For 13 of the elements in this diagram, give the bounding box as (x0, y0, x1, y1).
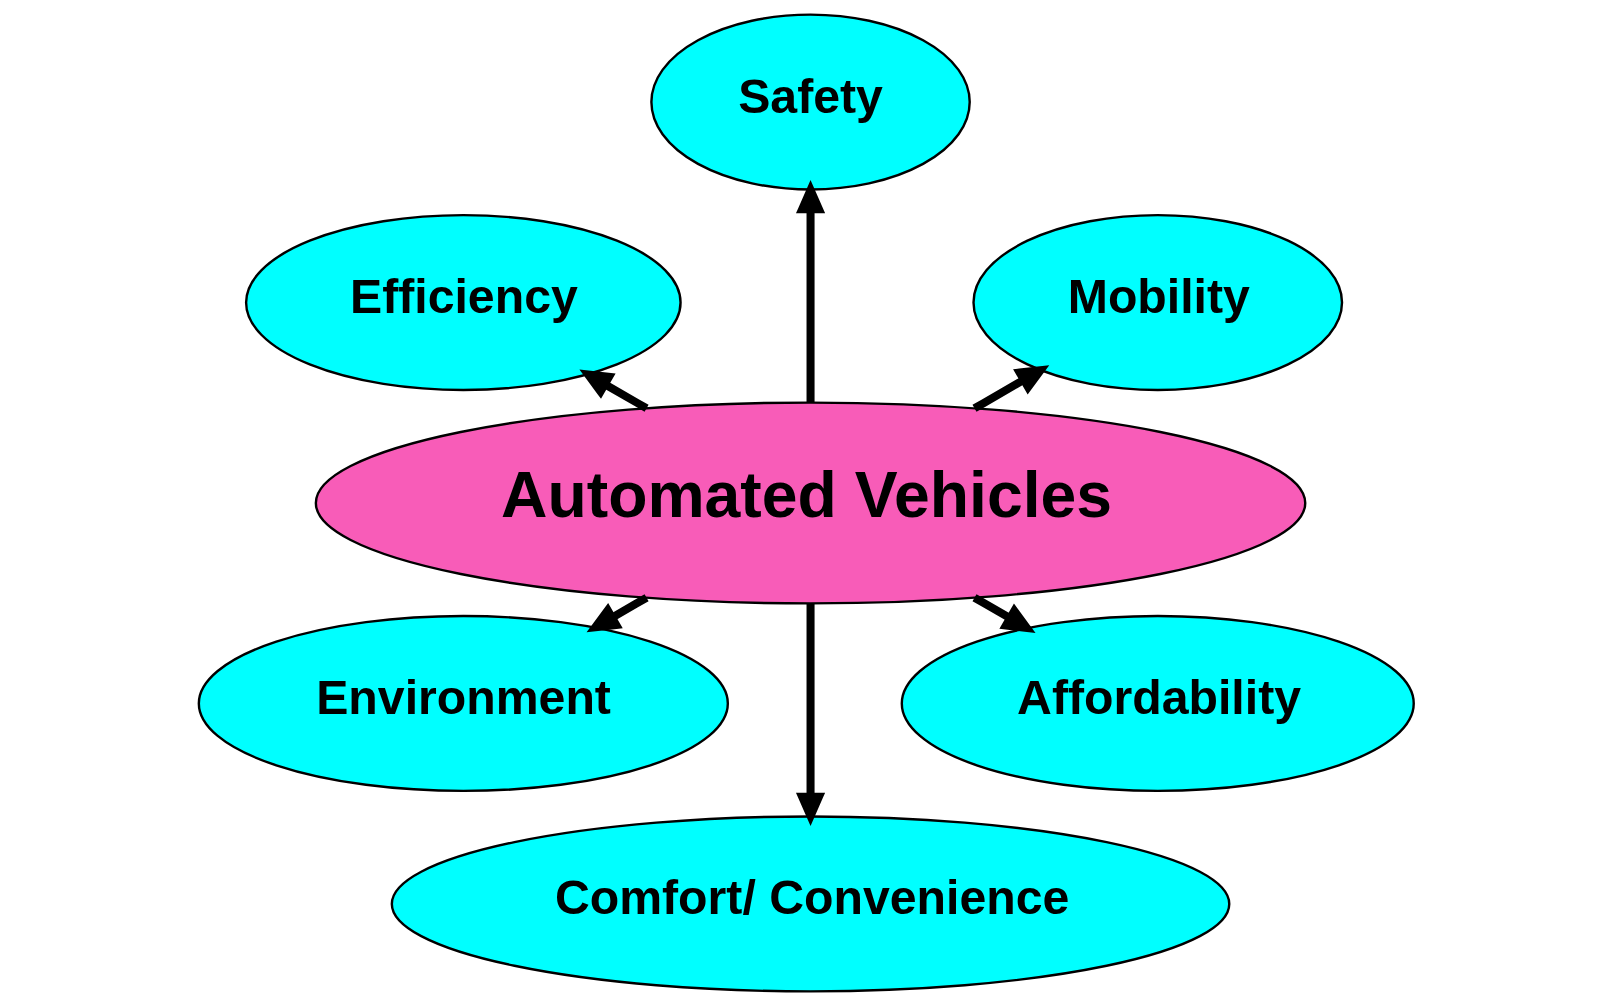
arrow (972, 594, 1036, 633)
node-ellipse: Affordability (900, 614, 1415, 793)
node-ellipse: Safety (649, 13, 971, 191)
node-ellipse: Environment (197, 614, 729, 793)
arrow (972, 365, 1049, 412)
node-ellipse: Automated Vehicles (314, 401, 1306, 605)
arrow (578, 369, 649, 412)
arrow (795, 603, 825, 826)
arrow (795, 180, 825, 403)
node-ellipse: Efficiency (244, 213, 682, 392)
node-ellipse: Mobility (971, 213, 1343, 392)
arrow (586, 594, 649, 633)
node-ellipse: Comfort/ Convenience (390, 815, 1230, 993)
